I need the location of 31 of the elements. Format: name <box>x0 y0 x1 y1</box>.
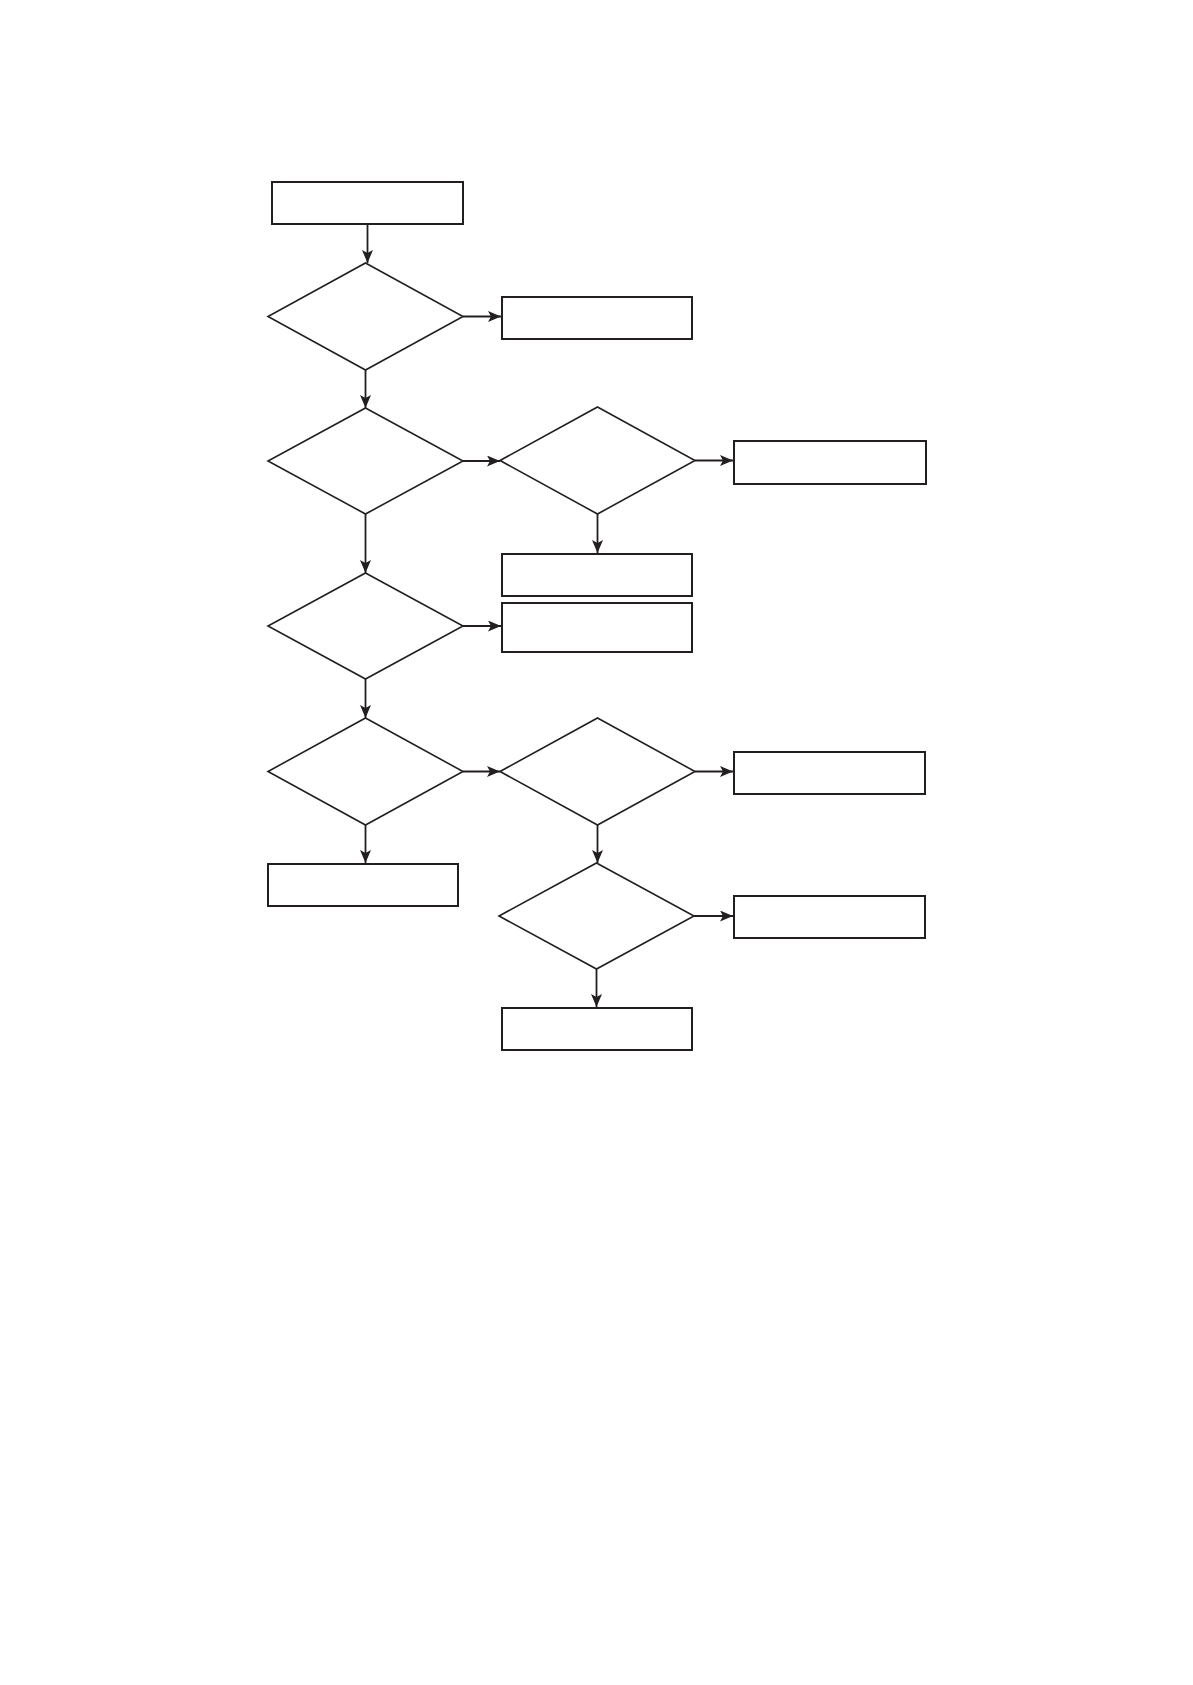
decision-diamond <box>500 407 695 514</box>
decision-diamond <box>268 573 463 679</box>
arrow <box>592 513 603 554</box>
process-box <box>501 602 693 653</box>
process-box <box>733 895 926 939</box>
arrow <box>462 620 502 632</box>
arrow <box>694 766 734 777</box>
arrow <box>360 824 371 864</box>
arrow <box>462 766 501 777</box>
arrow <box>360 513 371 574</box>
decision-diamond <box>268 718 463 825</box>
arrow <box>462 311 502 322</box>
decision-diamond <box>499 863 694 969</box>
arrow <box>591 968 602 1008</box>
process-box <box>733 751 926 795</box>
arrow <box>693 910 734 922</box>
process-box <box>501 296 693 340</box>
process-box <box>501 553 693 597</box>
process-box <box>501 1007 693 1051</box>
process-box <box>267 863 459 907</box>
decision-diamond <box>268 263 463 370</box>
arrow <box>360 678 371 719</box>
arrow <box>360 369 371 409</box>
decision-diamond <box>268 408 463 514</box>
process-box <box>271 181 464 225</box>
process-box <box>733 440 927 485</box>
arrow <box>592 824 603 864</box>
arrow <box>362 224 373 264</box>
decision-diamond <box>500 718 695 825</box>
arrow <box>694 455 734 466</box>
arrow <box>462 455 501 467</box>
